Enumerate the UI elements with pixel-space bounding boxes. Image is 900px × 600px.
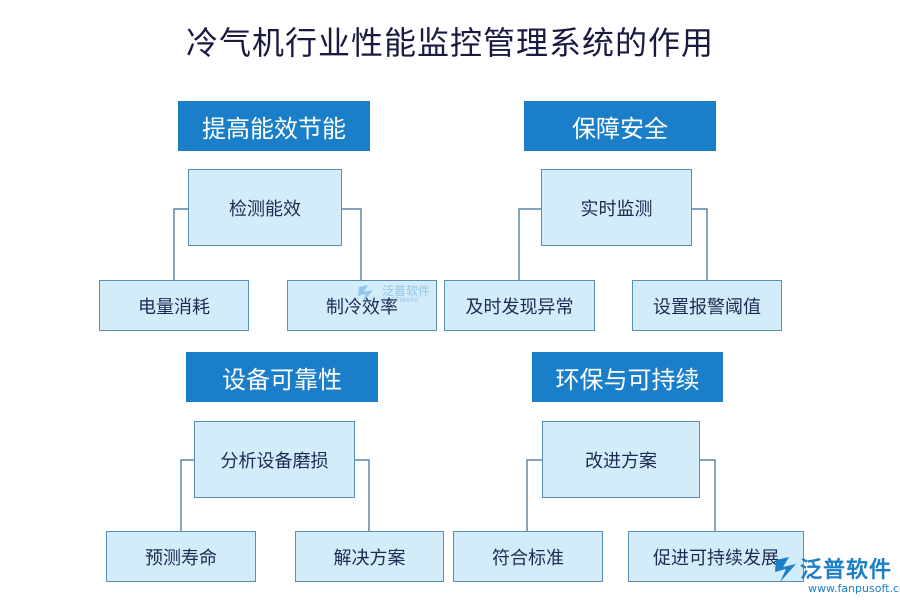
watermark: 泛普软件 SOFTWARE xyxy=(356,276,456,312)
connector-line xyxy=(342,208,362,280)
node-meet-standards: 符合标准 xyxy=(453,531,603,582)
node-power-consumption: 电量消耗 xyxy=(99,280,249,331)
brand-logo: 泛普软件 www.fanpusoft.com xyxy=(772,552,900,600)
connector-line xyxy=(173,208,188,280)
node-wear-analysis: 分析设备磨损 xyxy=(194,421,355,498)
node-predict-lifespan: 预测寿命 xyxy=(106,531,256,582)
node-detect-anomaly: 及时发现异常 xyxy=(444,280,595,331)
node-improvement-plan: 改进方案 xyxy=(542,421,700,498)
watermark-name: 泛普软件 xyxy=(382,283,431,298)
heading-reliability: 设备可靠性 xyxy=(186,352,378,402)
connector-line xyxy=(355,459,370,531)
watermark-sub: SOFTWARE xyxy=(382,296,420,304)
node-realtime-monitoring: 实时监测 xyxy=(541,169,692,246)
connector-line xyxy=(700,459,716,531)
connector-line xyxy=(180,459,194,531)
node-alarm-threshold: 设置报警阈值 xyxy=(632,280,782,331)
fanpu-logo-icon xyxy=(775,557,796,582)
connector-line xyxy=(692,208,708,280)
connector-line xyxy=(526,459,542,531)
node-solution: 解决方案 xyxy=(295,531,444,582)
heading-safety: 保障安全 xyxy=(524,101,716,151)
heading-sustainability: 环保与可持续 xyxy=(532,352,723,402)
node-detect-efficiency: 检测能效 xyxy=(188,169,342,246)
node-sustainable-development: 促进可持续发展 xyxy=(628,531,804,582)
logo-name: 泛普软件 xyxy=(800,558,893,583)
logo-url: www.fanpusoft.com xyxy=(808,582,900,595)
node-cooling-efficiency: 制冷效率 xyxy=(287,280,437,331)
connector-line xyxy=(518,208,541,280)
fanpu-logo-icon xyxy=(358,285,373,303)
heading-energy-efficiency: 提高能效节能 xyxy=(178,101,370,151)
page-title: 冷气机行业性能监控管理系统的作用 xyxy=(185,24,714,62)
